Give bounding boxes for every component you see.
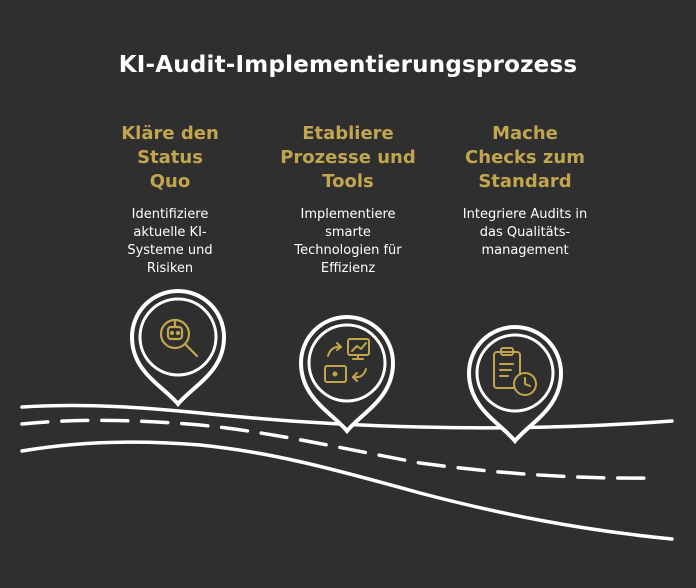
step-1-desc-line: Systeme und — [127, 243, 213, 258]
step-3-heading-line: Standard — [478, 171, 572, 192]
step-1: Kläre den Status Quo Identifiziere aktue… — [85, 122, 255, 278]
step-2-heading-line: Tools — [322, 171, 374, 192]
diagram-title: KI-Audit-Implementierungsprozess — [118, 52, 578, 78]
clipboard-clock-icon — [493, 347, 537, 396]
step-1-heading-line: Quo — [149, 171, 191, 192]
step-3-heading: Mache Checks zum Standard — [430, 122, 620, 194]
step-3-desc-line: management — [481, 243, 569, 258]
road-center-line — [20, 418, 652, 480]
step-1-desc-line: Risiken — [146, 261, 194, 276]
robot-search-icon — [159, 318, 199, 358]
map-pin-3 — [466, 325, 564, 445]
step-2-desc-line: Implementiere — [300, 207, 396, 222]
step-3-desc-line: Integriere Audits in — [462, 207, 588, 222]
step-2-description: Implementiere smarte Technologien für Ef… — [258, 206, 438, 278]
step-1-desc-line: Identifiziere — [131, 207, 209, 222]
tools-exchange-icon — [324, 338, 370, 383]
step-1-heading-line: Status — [137, 147, 203, 168]
step-2-desc-line: Effizienz — [320, 261, 376, 276]
step-2-heading-line: Etabliere — [302, 123, 394, 144]
step-1-heading-line: Kläre den — [121, 123, 219, 144]
map-pin-1 — [129, 289, 227, 408]
step-2-desc-line: Technologien für — [294, 243, 402, 258]
step-2-heading: Etabliere Prozesse und Tools — [258, 122, 438, 194]
road-top-edge — [20, 403, 674, 430]
step-3: Mache Checks zum Standard Integriere Aud… — [430, 122, 620, 260]
step-2-heading-line: Prozesse und — [280, 147, 416, 168]
step-3-heading-line: Checks zum — [465, 147, 585, 168]
step-3-heading-line: Mache — [492, 123, 558, 144]
step-3-desc-line: das Qualitäts- — [479, 225, 571, 240]
step-1-description: Identifiziere aktuelle KI- Systeme und R… — [85, 206, 255, 278]
step-1-desc-line: aktuelle KI- — [133, 225, 207, 240]
step-3-description: Integriere Audits in das Qualitäts- mana… — [430, 206, 620, 260]
road-bottom-edge — [20, 440, 674, 541]
step-1-heading: Kläre den Status Quo — [85, 122, 255, 194]
step-2-desc-line: smarte — [325, 225, 371, 240]
step-2: Etabliere Prozesse und Tools Implementie… — [258, 122, 438, 278]
map-pin-2 — [298, 315, 396, 435]
